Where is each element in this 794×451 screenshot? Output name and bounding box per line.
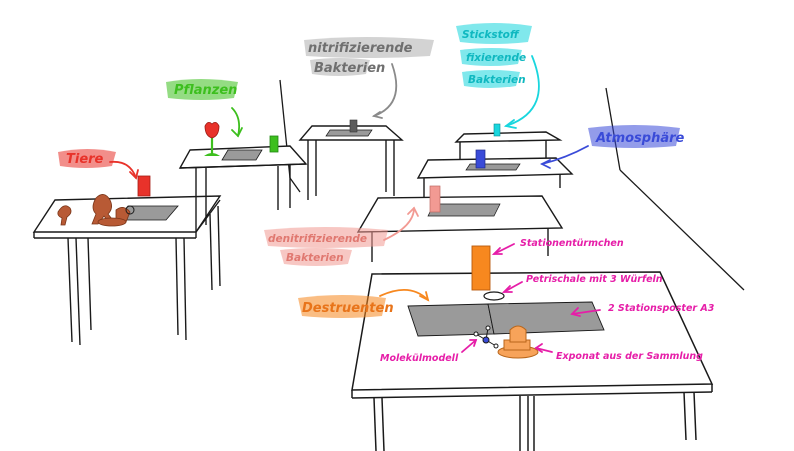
label-stationentuermchen: Stationentürmchen bbox=[520, 238, 624, 249]
label-stationsposter: 2 Stationsposter A3 bbox=[608, 303, 715, 314]
arrow-nitrifizierende bbox=[373, 63, 398, 117]
room-walls bbox=[279, 79, 745, 291]
denitrifizierende-tower bbox=[429, 185, 441, 213]
atmosphaere-tower bbox=[475, 149, 486, 169]
nitrifizierende-poster bbox=[325, 129, 373, 137]
label-petrischale: Petrischale mit 3 Würfeln bbox=[526, 274, 663, 285]
label-stickstoff-3: Bakterien bbox=[468, 74, 526, 86]
arrow-stickstoff bbox=[505, 55, 540, 127]
label-highlights bbox=[58, 23, 680, 318]
arrow-stationentuermchen bbox=[493, 243, 515, 255]
label-denitrifizierende-2: Bakterien bbox=[286, 252, 344, 264]
arrow-destruenten bbox=[379, 289, 429, 301]
label-denitrifizierende-1: denitrifizierende bbox=[268, 233, 367, 245]
pflanzen-tower bbox=[269, 135, 279, 153]
tiere-petri-dish bbox=[125, 205, 135, 215]
nitrifizierende-tower bbox=[349, 119, 358, 133]
tulip-icon bbox=[204, 122, 220, 156]
arrow-stationsposter bbox=[571, 309, 601, 315]
label-pflanzen: Pflanzen bbox=[174, 83, 237, 98]
petri-dish-icon bbox=[483, 291, 505, 301]
table-nitrifizierende bbox=[298, 125, 404, 200]
destruenten-tower bbox=[471, 245, 491, 291]
table-stickstoff bbox=[454, 131, 563, 164]
arrow-petrischale bbox=[503, 281, 523, 293]
label-stickstoff-1: Stickstoff bbox=[462, 29, 520, 41]
arrow-tiere bbox=[109, 160, 137, 179]
label-molekuelmodell: Molekülmodell bbox=[380, 353, 459, 364]
stickstoff-tower bbox=[493, 123, 501, 137]
arrow-molekuelmodell bbox=[461, 339, 477, 353]
label-tiere: Tiere bbox=[66, 152, 104, 167]
arrow-exponat bbox=[535, 347, 553, 353]
pflanzen-poster bbox=[221, 149, 263, 161]
atmosphaere-poster bbox=[465, 163, 521, 171]
label-nitrifizierende-1: nitrifizierende bbox=[308, 41, 413, 56]
label-stickstoff-2: fixierende bbox=[466, 52, 526, 64]
molecule-model-icon bbox=[473, 325, 499, 349]
label-atmosphaere: Atmosphäre bbox=[595, 131, 685, 146]
destruenten-posters bbox=[407, 301, 605, 337]
label-arrows bbox=[109, 55, 601, 353]
label-destruenten: Destruenten bbox=[302, 301, 394, 316]
annotation-labels: Stationentürmchen Petrischale mit 3 Würf… bbox=[380, 238, 715, 364]
arrow-denitrifizierende bbox=[383, 207, 415, 241]
label-nitrifizierende-2: Bakterien bbox=[314, 61, 385, 76]
label-exponat: Exponat aus der Sammlung bbox=[556, 351, 703, 362]
tiere-tower bbox=[137, 175, 151, 197]
station-labels: Tiere Pflanzen nitrifizierende Bakterien… bbox=[66, 29, 685, 316]
exponat-figure-icon bbox=[497, 325, 539, 359]
